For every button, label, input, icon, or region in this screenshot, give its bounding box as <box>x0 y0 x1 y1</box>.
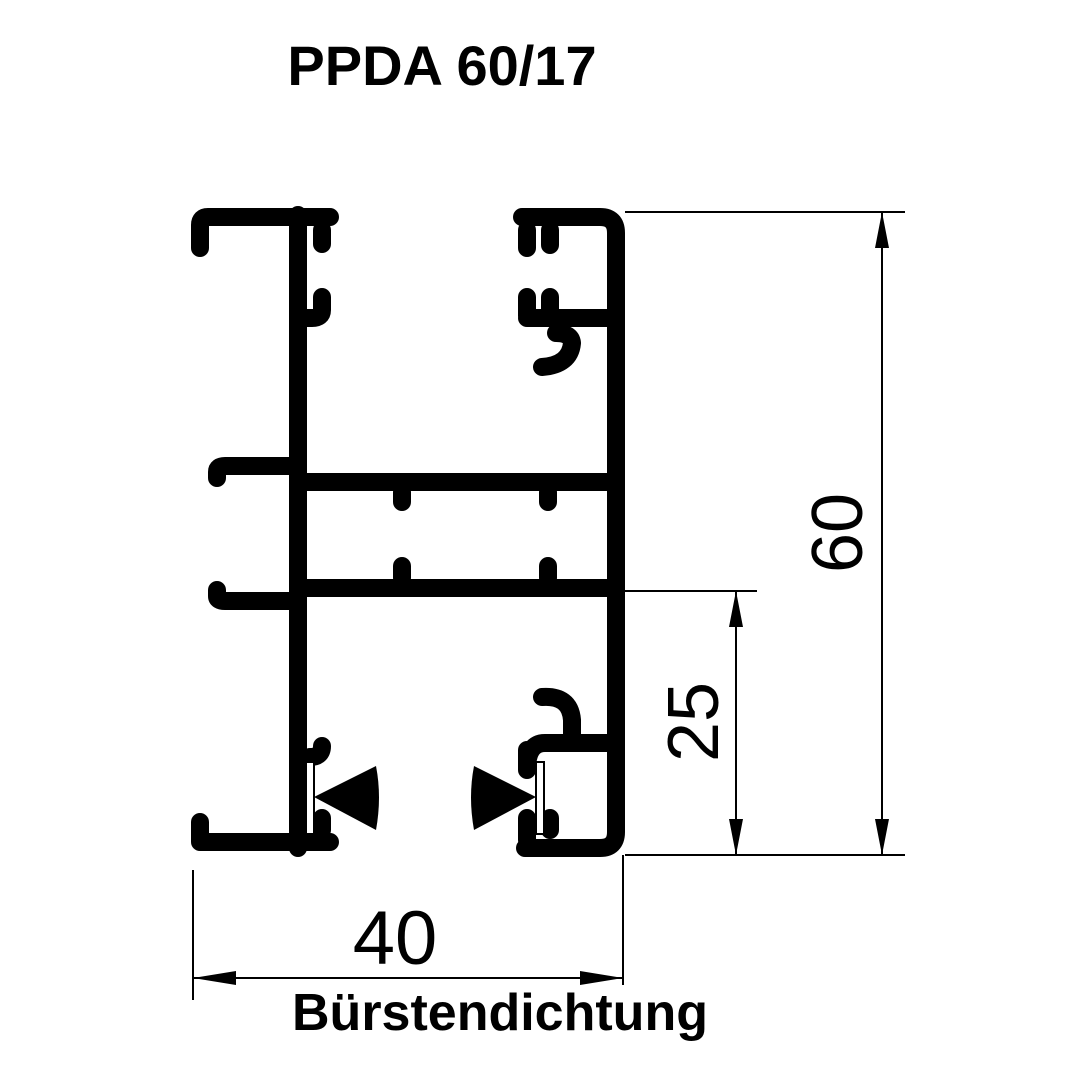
brush-seal-left <box>305 761 379 835</box>
dimension-40: 40 <box>353 896 438 981</box>
caption: Bürstendichtung <box>292 984 708 1042</box>
dimension-60: 60 <box>798 493 878 573</box>
drawing-title: PPDA 60/17 <box>287 34 596 97</box>
dimension-25: 25 <box>654 682 734 762</box>
brush-seal-right <box>471 761 545 835</box>
dimension-lines <box>192 211 905 1000</box>
aluminium-profile <box>191 206 625 857</box>
